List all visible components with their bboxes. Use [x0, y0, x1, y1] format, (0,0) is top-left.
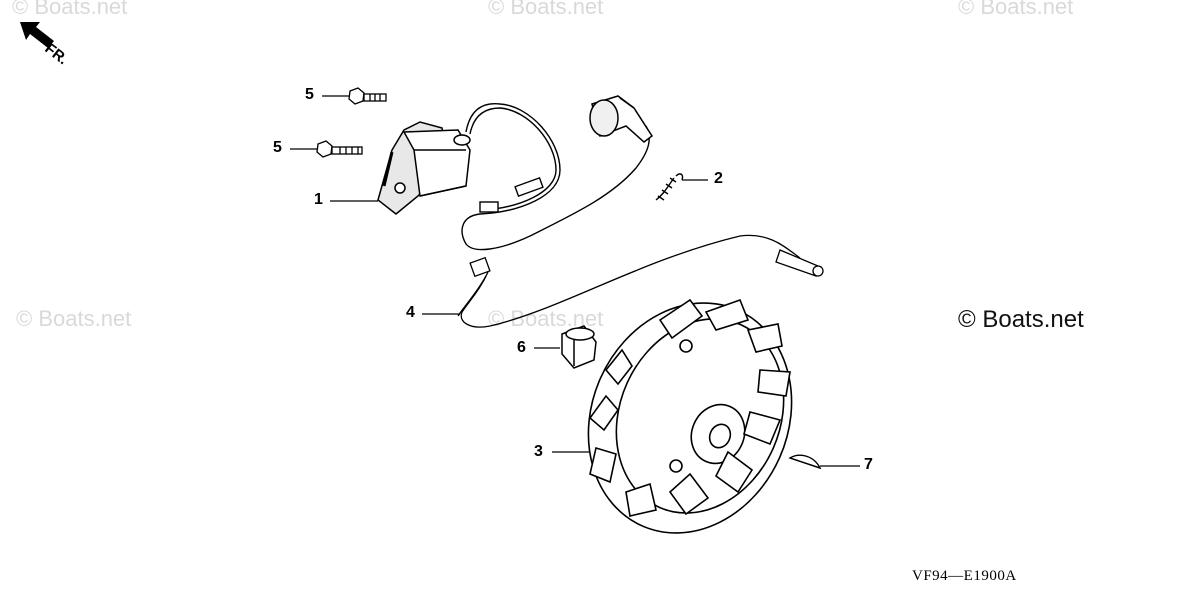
- nut-icon: [561, 325, 597, 369]
- callout-5-upper: 5: [305, 86, 314, 103]
- callout-5-lower: 5: [273, 139, 282, 156]
- watermark: © Boats.net: [16, 306, 132, 331]
- spring-clip-icon: [655, 173, 684, 201]
- high-tension-lead-icon: [461, 103, 650, 251]
- callout-3: 3: [534, 443, 543, 460]
- leader-lines: [290, 95, 860, 467]
- flywheel-icon: [587, 298, 793, 534]
- ignition-wire-icon: [457, 234, 824, 328]
- watermark: © Boats.net: [12, 0, 128, 19]
- callout-6: 6: [517, 339, 526, 356]
- callout-1: 1: [314, 191, 323, 208]
- front-arrow-icon: [20, 22, 54, 48]
- bolt-icon: [348, 87, 387, 105]
- callout-2: 2: [714, 170, 723, 187]
- bolt-icon: [316, 140, 363, 158]
- woodruff-key-icon: [788, 454, 822, 470]
- callout-7: 7: [864, 456, 873, 473]
- ignition-coil-icon: [377, 121, 471, 215]
- copyright-text: © Boats.net: [958, 306, 1084, 333]
- callout-4: 4: [406, 304, 415, 321]
- watermark: © Boats.net: [488, 0, 604, 19]
- watermark: © Boats.net: [958, 0, 1074, 19]
- spark-plug-cap-icon: [589, 95, 654, 143]
- diagram-code: VF94—E1900A: [912, 568, 1017, 584]
